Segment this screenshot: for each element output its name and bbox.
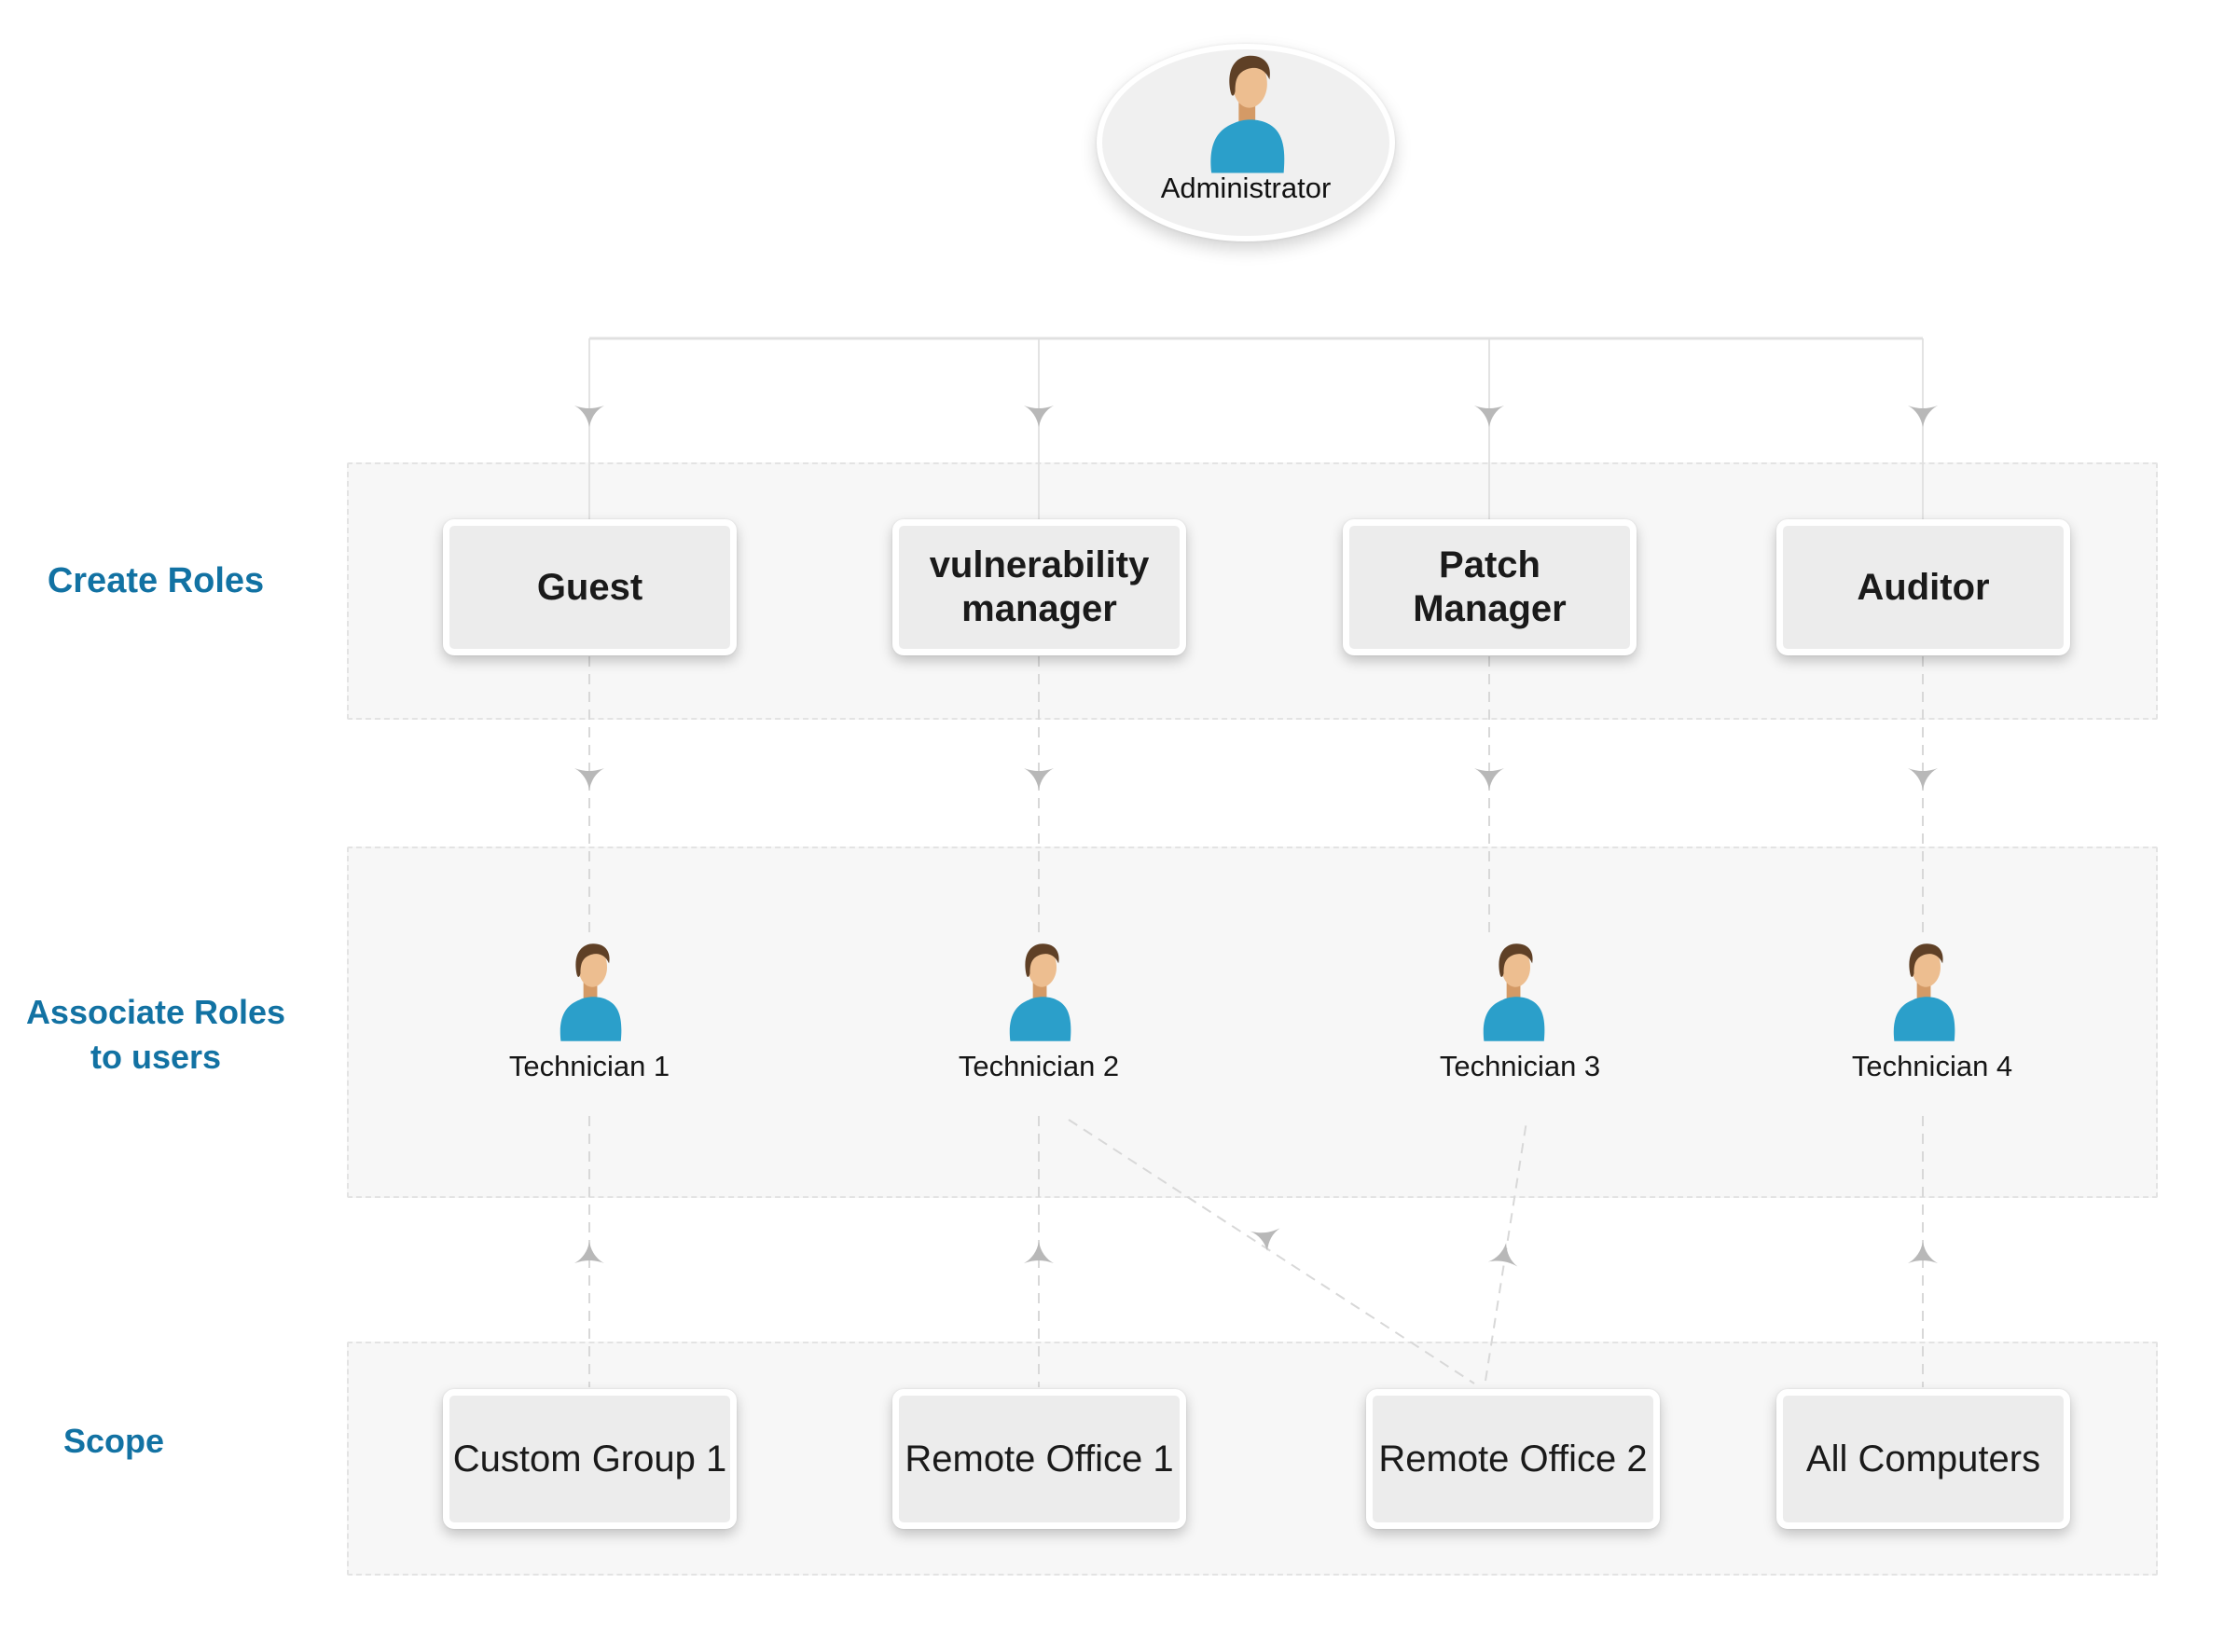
edges-roles-to-technicians	[574, 656, 1938, 938]
edges-scopes-to-technicians	[574, 1116, 1938, 1387]
scope-box-remote-office-1: Remote Office 1	[892, 1389, 1186, 1529]
scope-box-remote-office-2: Remote Office 2	[1366, 1389, 1660, 1529]
lane-label-create-roles: Create Roles	[47, 561, 265, 600]
technician-1-label: Technician 1	[508, 1050, 670, 1082]
scope-box-custom-group-1: Custom Group 1	[443, 1389, 737, 1529]
administrator-label: Administrator	[1160, 172, 1332, 204]
administrator-person-icon	[1210, 55, 1285, 173]
down-arrow-icon	[574, 406, 1938, 427]
role-box-auditor: Auditor	[1776, 519, 2070, 655]
role-box-vulnerability-manager: vulnerability manager	[892, 519, 1186, 655]
edge-tech2-to-remote-office2	[1068, 1119, 1475, 1384]
technician-4-label: Technician 4	[1851, 1050, 2013, 1082]
technician-2-person-icon	[1009, 943, 1071, 1041]
up-arrow-icon	[1908, 1242, 1938, 1263]
lane-band-associate-roles	[347, 847, 2158, 1198]
down-arrow-icon	[574, 768, 1938, 790]
up-arrow-icon	[1024, 1242, 1054, 1263]
up-arrow-icon	[574, 1242, 604, 1263]
technician-1-person-icon	[560, 943, 622, 1041]
role-box-patch-manager: Patch Manager	[1343, 519, 1637, 655]
up-arrow-icon	[1487, 1240, 1521, 1267]
technician-4-person-icon	[1893, 943, 1955, 1041]
edges-admin-to-roles	[574, 337, 1938, 519]
lane-label-scope: Scope	[62, 1422, 165, 1460]
technician-3-person-icon	[1483, 943, 1545, 1041]
role-box-guest: Guest	[443, 519, 737, 655]
technician-3-label: Technician 3	[1439, 1050, 1601, 1082]
technician-2-label: Technician 2	[958, 1050, 1120, 1082]
scope-box-all-computers: All Computers	[1776, 1389, 2070, 1529]
lane-label-associate-roles: Associate Roles to users	[25, 993, 286, 1076]
